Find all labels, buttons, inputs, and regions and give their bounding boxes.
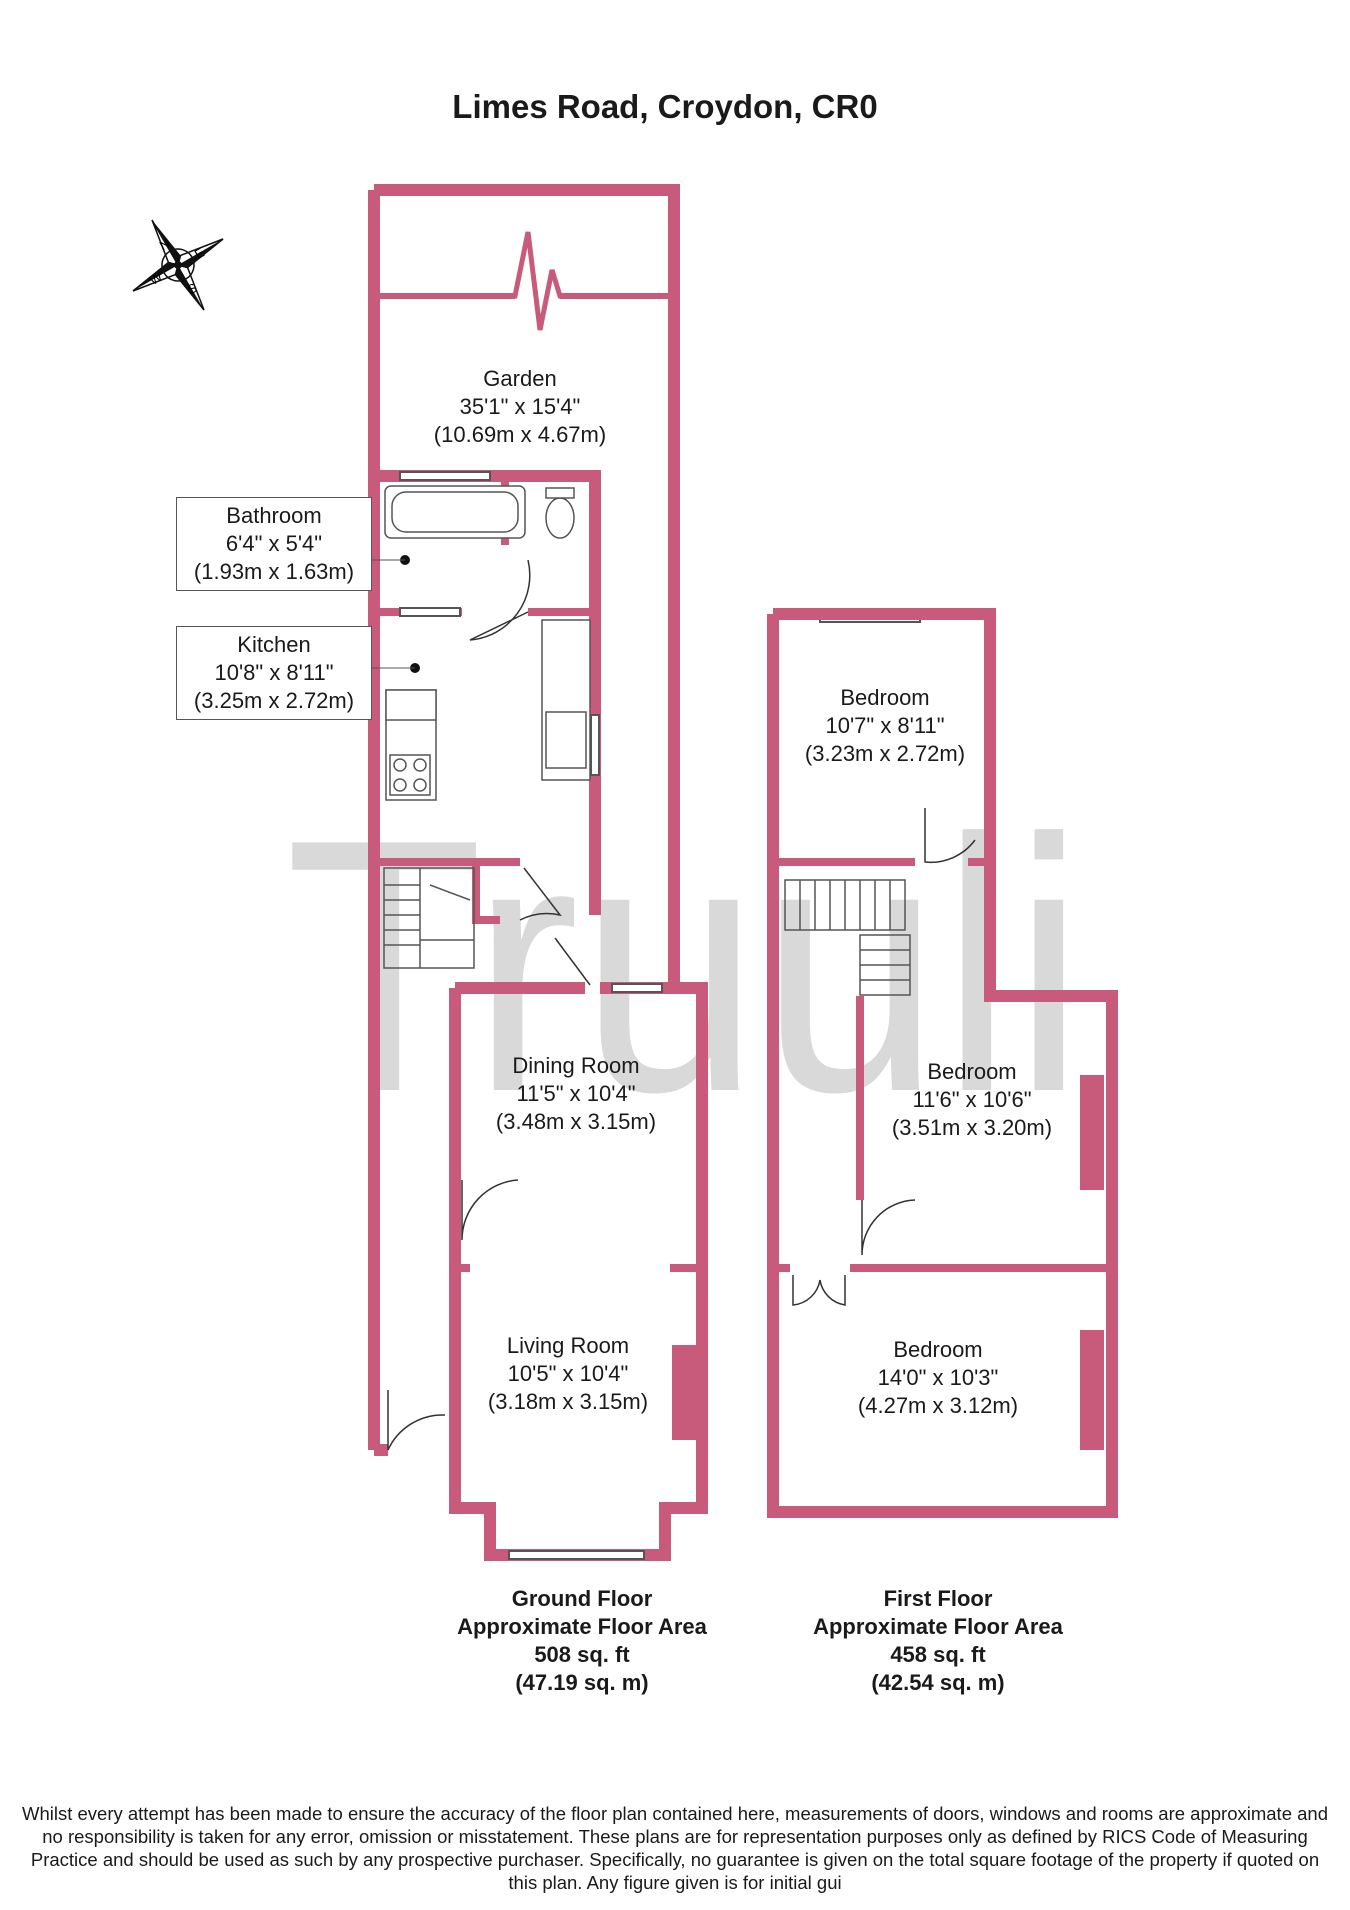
room-name: Bedroom — [927, 1059, 1017, 1084]
window — [508, 1550, 645, 1560]
cistern — [545, 487, 575, 499]
floor-sqft: 458 sq. ft — [890, 1642, 986, 1667]
room-name: Bedroom — [893, 1337, 983, 1362]
room-metric: (3.23m x 2.72m) — [804, 741, 966, 766]
ground-main-wall — [449, 982, 708, 1561]
room-imperial: 11'5" x 10'4" — [516, 1081, 636, 1106]
room-metric: (3.51m x 3.20m) — [891, 1115, 1053, 1140]
door-swing — [387, 1390, 446, 1451]
room-metric: (3.18m x 3.15m) — [487, 1389, 649, 1414]
room-name: Dining Room — [512, 1053, 640, 1078]
toilet — [545, 497, 575, 539]
room-metric: (3.25m x 2.72m) — [193, 688, 355, 713]
worktop — [385, 689, 437, 721]
door-swing — [519, 867, 562, 921]
floor-caption: Approximate Floor Area — [457, 1614, 707, 1639]
living-room-label: Living Room 10'5" x 10'4" (3.18m x 3.15m… — [468, 1332, 668, 1416]
kitchen-label: Kitchen 10'8" x 8'11" (3.25m x 2.72m) — [176, 626, 372, 720]
door-swing — [554, 937, 591, 986]
bathtub-inner — [391, 491, 519, 533]
first-floor-outer — [767, 608, 1118, 1518]
staircase — [383, 867, 475, 969]
bathroom-label: Bathroom 6'4" x 5'4" (1.93m x 1.63m) — [176, 497, 372, 591]
room-metric: (10.69m x 4.67m) — [433, 422, 607, 447]
room-imperial: 11'6" x 10'6" — [912, 1087, 1032, 1112]
bedroom-3-label: Bedroom 14'0" x 10'3" (4.27m x 3.12m) — [838, 1336, 1038, 1420]
under-stairs — [472, 862, 500, 924]
chimney-breast — [1080, 1075, 1104, 1190]
floor-caption: Approximate Floor Area — [813, 1614, 1063, 1639]
compass-icon: N E S W — [132, 219, 224, 311]
plan-title: Limes Road, Croydon, CR0 — [452, 88, 878, 125]
room-imperial: 6'4" x 5'4" — [225, 531, 323, 556]
room-name: Living Room — [506, 1333, 630, 1358]
bedroom-2-label: Bedroom 11'6" x 10'6" (3.51m x 3.20m) — [872, 1058, 1072, 1142]
chimney-breast — [672, 1345, 696, 1440]
watermark: Truuli — [285, 765, 1085, 1167]
door-swing — [461, 1179, 519, 1241]
window — [399, 607, 461, 617]
window — [399, 471, 491, 481]
ground-floor-area: Ground Floor Approximate Floor Area 508 … — [432, 1585, 732, 1697]
garden-label: Garden 35'1" x 15'4" (10.69m x 4.67m) — [420, 365, 620, 449]
room-name: Garden — [483, 366, 557, 391]
door-swing — [861, 1199, 916, 1256]
room-metric: (4.27m x 3.12m) — [857, 1393, 1019, 1418]
bedroom-1-label: Bedroom 10'7" x 8'11" (3.23m x 2.72m) — [785, 684, 985, 768]
room-imperial: 10'8" x 8'11" — [214, 660, 334, 685]
floor-name: First Floor — [883, 1586, 993, 1611]
floor-sqm: (47.19 sq. m) — [515, 1670, 649, 1695]
dining-room-label: Dining Room 11'5" x 10'4" (3.48m x 3.15m… — [476, 1052, 676, 1136]
room-imperial: 14'0" x 10'3" — [877, 1365, 999, 1390]
floor-sqft: 508 sq. ft — [534, 1642, 630, 1667]
room-imperial: 10'5" x 10'4" — [507, 1361, 629, 1386]
room-imperial: 35'1" x 15'4" — [459, 394, 581, 419]
door-swing — [792, 1275, 846, 1306]
floor-sqm: (42.54 sq. m) — [871, 1670, 1005, 1695]
garden-boundary — [374, 184, 680, 988]
chimney-breast — [1080, 1330, 1104, 1450]
garden-break — [505, 231, 575, 331]
room-name: Kitchen — [237, 632, 311, 657]
room-metric: (3.48m x 3.15m) — [495, 1109, 657, 1134]
door-swing — [469, 559, 531, 641]
floor-name: Ground Floor — [511, 1586, 653, 1611]
first-floor-area: First Floor Approximate Floor Area 458 s… — [788, 1585, 1088, 1697]
room-imperial: 10'7" x 8'11" — [825, 713, 945, 738]
door-swing — [924, 808, 976, 864]
window — [611, 983, 663, 993]
room-metric: (1.93m x 1.63m) — [193, 559, 355, 584]
window — [590, 714, 600, 776]
room-name: Bedroom — [840, 685, 930, 710]
room-name: Bathroom — [226, 503, 322, 528]
disclaimer-text: Whilst every attempt has been made to en… — [22, 1803, 1328, 1893]
sink — [545, 711, 587, 769]
